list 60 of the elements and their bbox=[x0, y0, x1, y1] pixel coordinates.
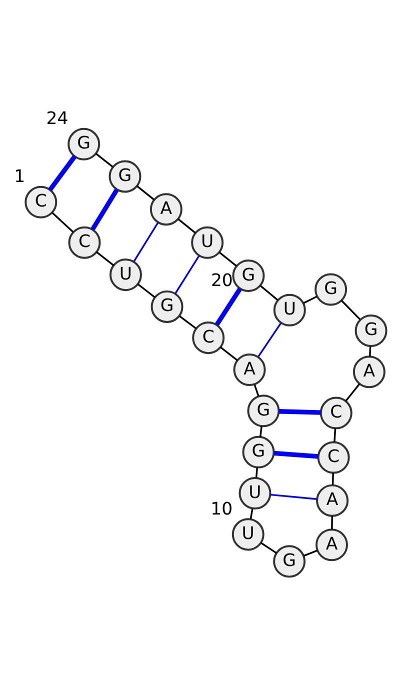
connector bbox=[96, 250, 114, 266]
node-circle: G bbox=[273, 544, 306, 578]
node-circle: G bbox=[242, 435, 275, 468]
node-circle: G bbox=[232, 258, 265, 292]
node-circle: C bbox=[24, 185, 58, 218]
connector bbox=[260, 542, 277, 554]
node-circle: A bbox=[233, 353, 266, 386]
node-label: 20 bbox=[210, 270, 233, 291]
node-circle: A bbox=[316, 528, 348, 561]
connector bbox=[334, 428, 336, 442]
connector bbox=[179, 315, 196, 329]
connector bbox=[214, 287, 242, 326]
connector bbox=[174, 254, 200, 294]
connector bbox=[220, 346, 238, 360]
connector bbox=[250, 508, 254, 519]
connector bbox=[270, 493, 318, 500]
node-circle: G bbox=[108, 160, 142, 192]
connector bbox=[90, 188, 119, 230]
connector bbox=[258, 322, 282, 356]
node-circle: U bbox=[273, 293, 306, 326]
node-label: 10 bbox=[210, 498, 233, 519]
node-circle: G bbox=[68, 127, 100, 160]
node-circle: U bbox=[232, 518, 264, 550]
connector bbox=[255, 466, 258, 478]
connector bbox=[178, 218, 196, 233]
node-circle: G bbox=[150, 290, 184, 322]
connector bbox=[48, 154, 77, 191]
connector bbox=[274, 450, 318, 458]
connector bbox=[259, 426, 262, 436]
connector bbox=[137, 283, 156, 298]
node-circle: A bbox=[352, 355, 386, 388]
node-circle: U bbox=[191, 226, 224, 258]
node-circle: U bbox=[238, 476, 272, 509]
connector bbox=[278, 408, 321, 414]
connector bbox=[254, 384, 260, 396]
node-circle: C bbox=[68, 226, 101, 258]
connector bbox=[96, 152, 114, 168]
connector bbox=[331, 516, 333, 529]
connector bbox=[345, 383, 360, 401]
connector bbox=[303, 295, 318, 304]
connector bbox=[218, 251, 237, 266]
connector bbox=[136, 185, 155, 200]
connector bbox=[303, 549, 318, 556]
node-circle: C bbox=[320, 396, 352, 429]
connector bbox=[52, 212, 74, 232]
node-circle: G bbox=[314, 272, 348, 306]
node-circle: G bbox=[247, 394, 280, 427]
connector bbox=[340, 299, 361, 320]
node-circle: G bbox=[354, 314, 388, 346]
node-circle: C bbox=[317, 440, 350, 474]
connector bbox=[332, 472, 334, 485]
node-label: 1 bbox=[14, 166, 26, 187]
connector bbox=[260, 284, 278, 300]
node-circle: A bbox=[150, 192, 182, 226]
node-circle: C bbox=[192, 321, 225, 354]
node-circle: U bbox=[109, 258, 142, 291]
node-circle: A bbox=[316, 484, 349, 516]
connector bbox=[369, 346, 372, 356]
node-label: 24 bbox=[46, 108, 68, 129]
connector bbox=[133, 222, 159, 262]
